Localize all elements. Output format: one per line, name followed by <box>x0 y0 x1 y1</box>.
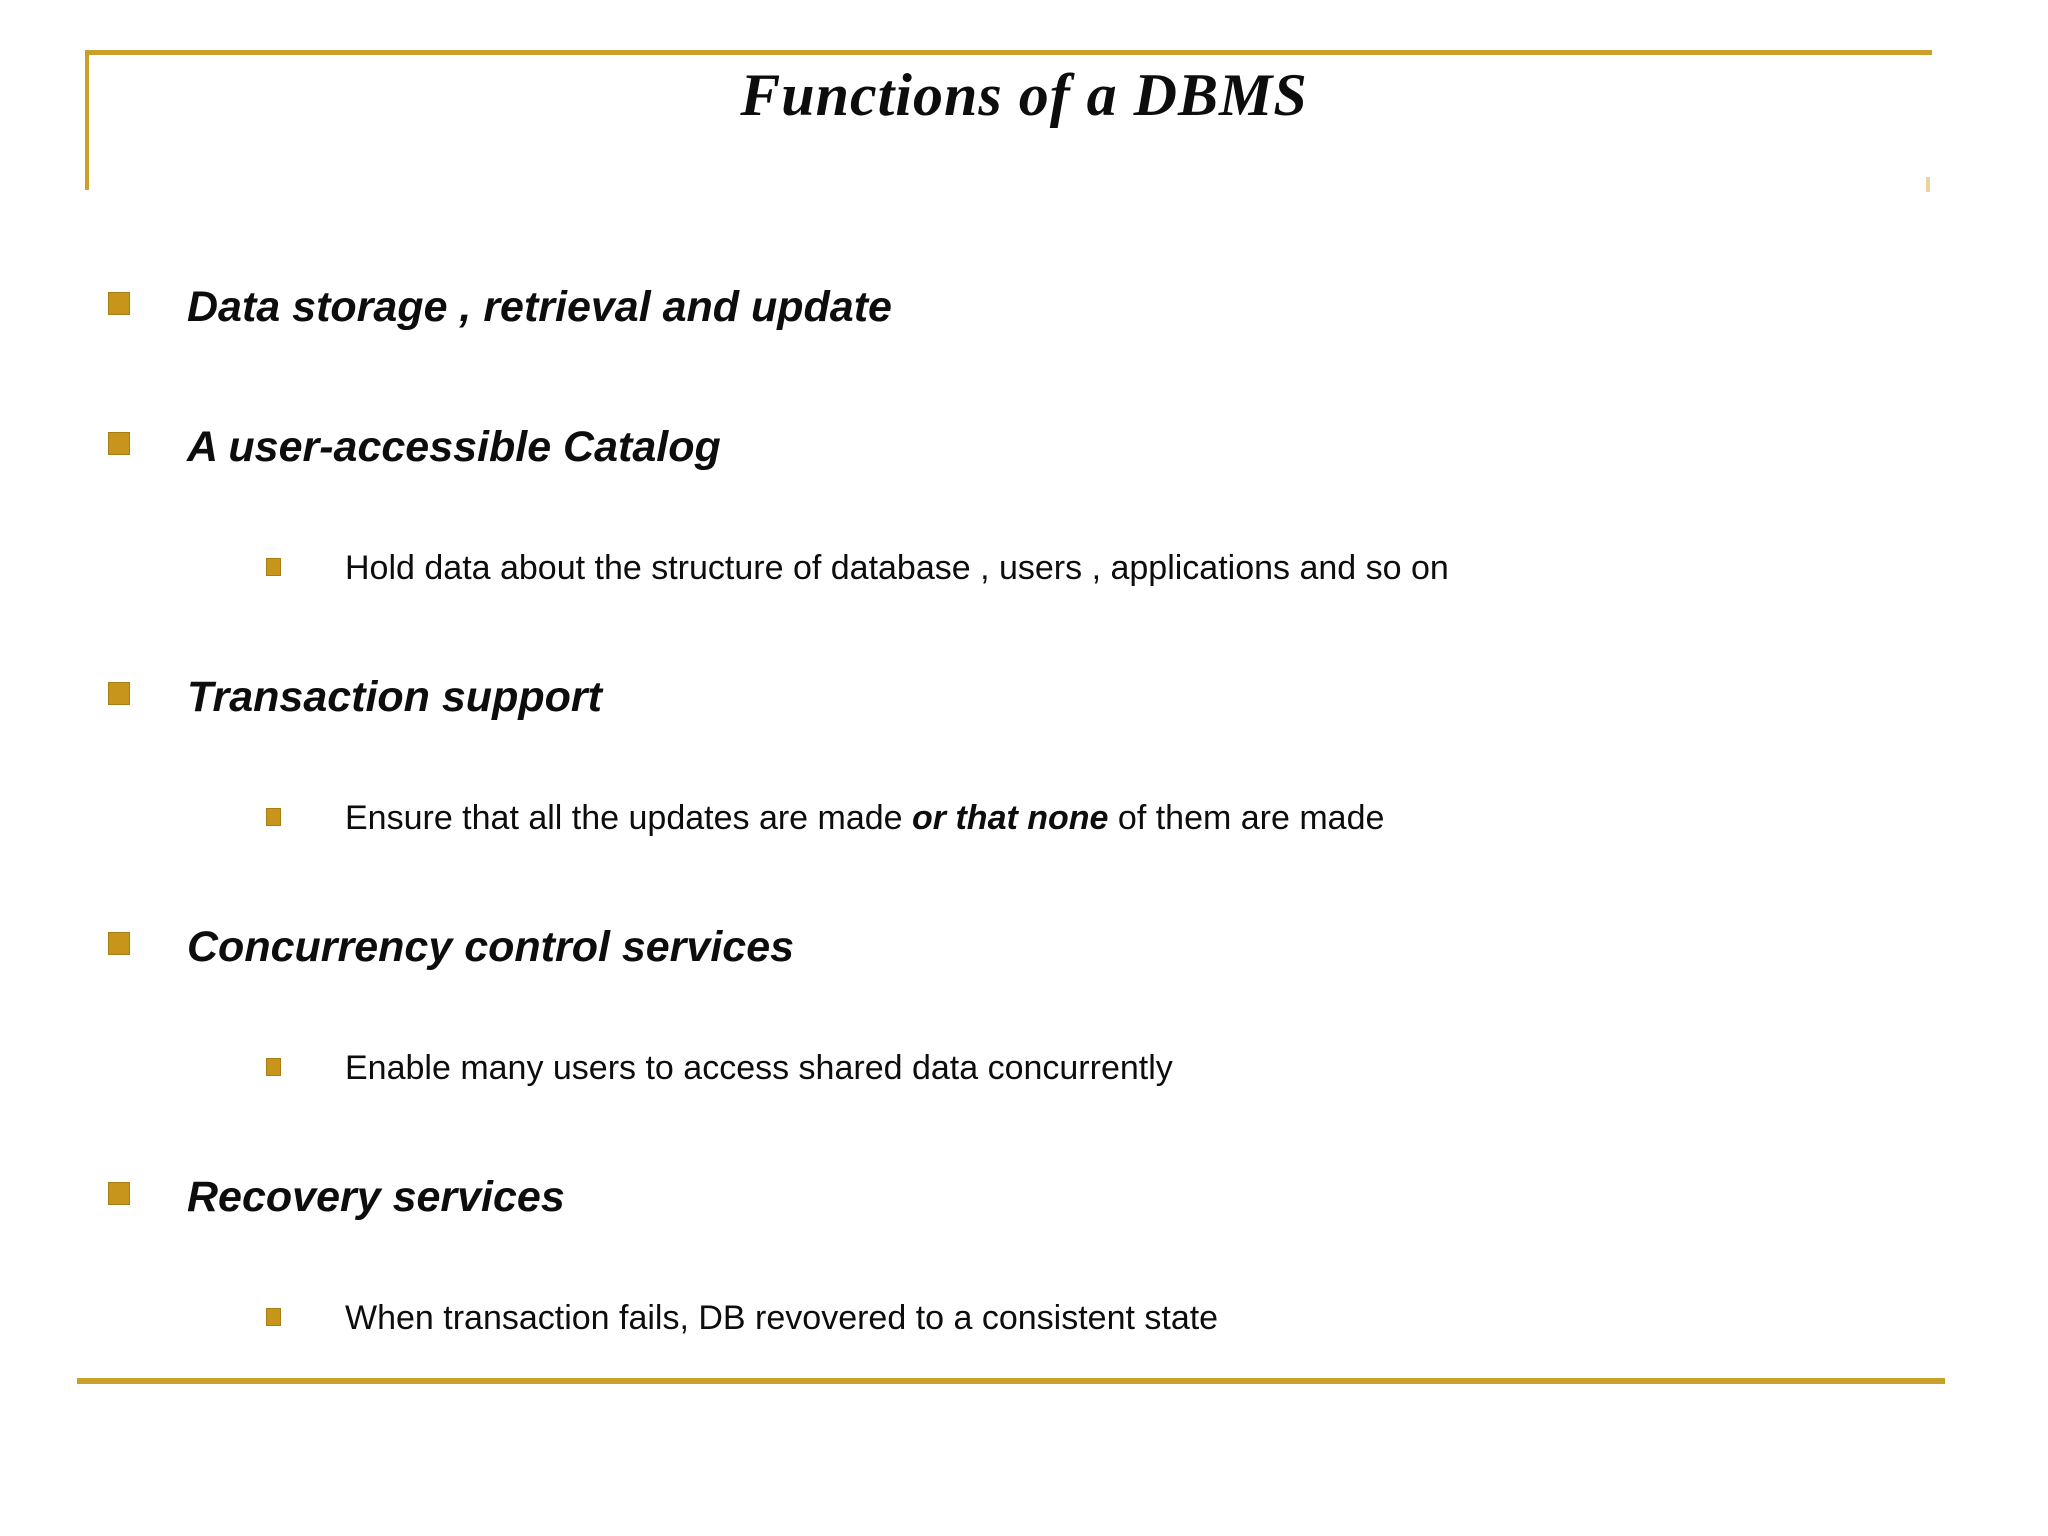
bottom-border-line <box>77 1378 1945 1384</box>
bullet-label: Data storage , retrieval and update <box>187 283 892 331</box>
bullet-square-icon <box>108 682 130 705</box>
sub-bullet-text-emphasis: or that none <box>912 799 1109 837</box>
sub-bullet-item: Ensure that all the updates are made or … <box>266 799 1384 838</box>
sub-bullet-label: Ensure that all the updates are made or … <box>345 799 1384 838</box>
bullet-square-icon <box>108 932 130 955</box>
sub-bullet-item: When transaction fails, DB revovered to … <box>266 1299 1218 1338</box>
bullet-item: Recovery services <box>108 1173 565 1222</box>
top-border-line <box>85 50 1932 55</box>
sub-bullet-label: Enable many users to access shared data … <box>345 1049 1173 1087</box>
sub-bullet-label: Hold data about the structure of databas… <box>345 549 1449 587</box>
slide-title: Functions of a DBMS <box>740 62 1308 128</box>
sub-bullet-item: Enable many users to access shared data … <box>266 1049 1173 1088</box>
bullet-item: Data storage , retrieval and update <box>108 283 892 332</box>
sub-bullet-text-pre: Ensure that all the updates are made <box>345 799 913 837</box>
right-border-tick <box>1926 177 1930 192</box>
bullet-square-icon <box>108 432 130 455</box>
sub-bullet-square-icon <box>266 1308 281 1326</box>
bullet-item: A user-accessible Catalog <box>108 423 721 472</box>
sub-bullet-square-icon <box>266 558 281 576</box>
bullet-item: Concurrency control services <box>108 923 794 972</box>
bullet-square-icon <box>108 292 130 315</box>
left-border-line <box>85 50 89 190</box>
sub-bullet-item: Hold data about the structure of databas… <box>266 549 1449 588</box>
sub-bullet-label: When transaction fails, DB revovered to … <box>345 1299 1219 1337</box>
bullet-label: Recovery services <box>187 1173 565 1221</box>
sub-bullet-text-post: of them are made <box>1108 799 1385 837</box>
sub-bullet-square-icon <box>266 1058 281 1076</box>
bullet-label: A user-accessible Catalog <box>187 423 721 471</box>
bullet-item: Transaction support <box>108 673 602 722</box>
bullet-label: Concurrency control services <box>187 923 795 971</box>
sub-bullet-square-icon <box>266 808 281 826</box>
bullet-label: Transaction support <box>187 673 602 721</box>
bullet-square-icon <box>108 1182 130 1205</box>
